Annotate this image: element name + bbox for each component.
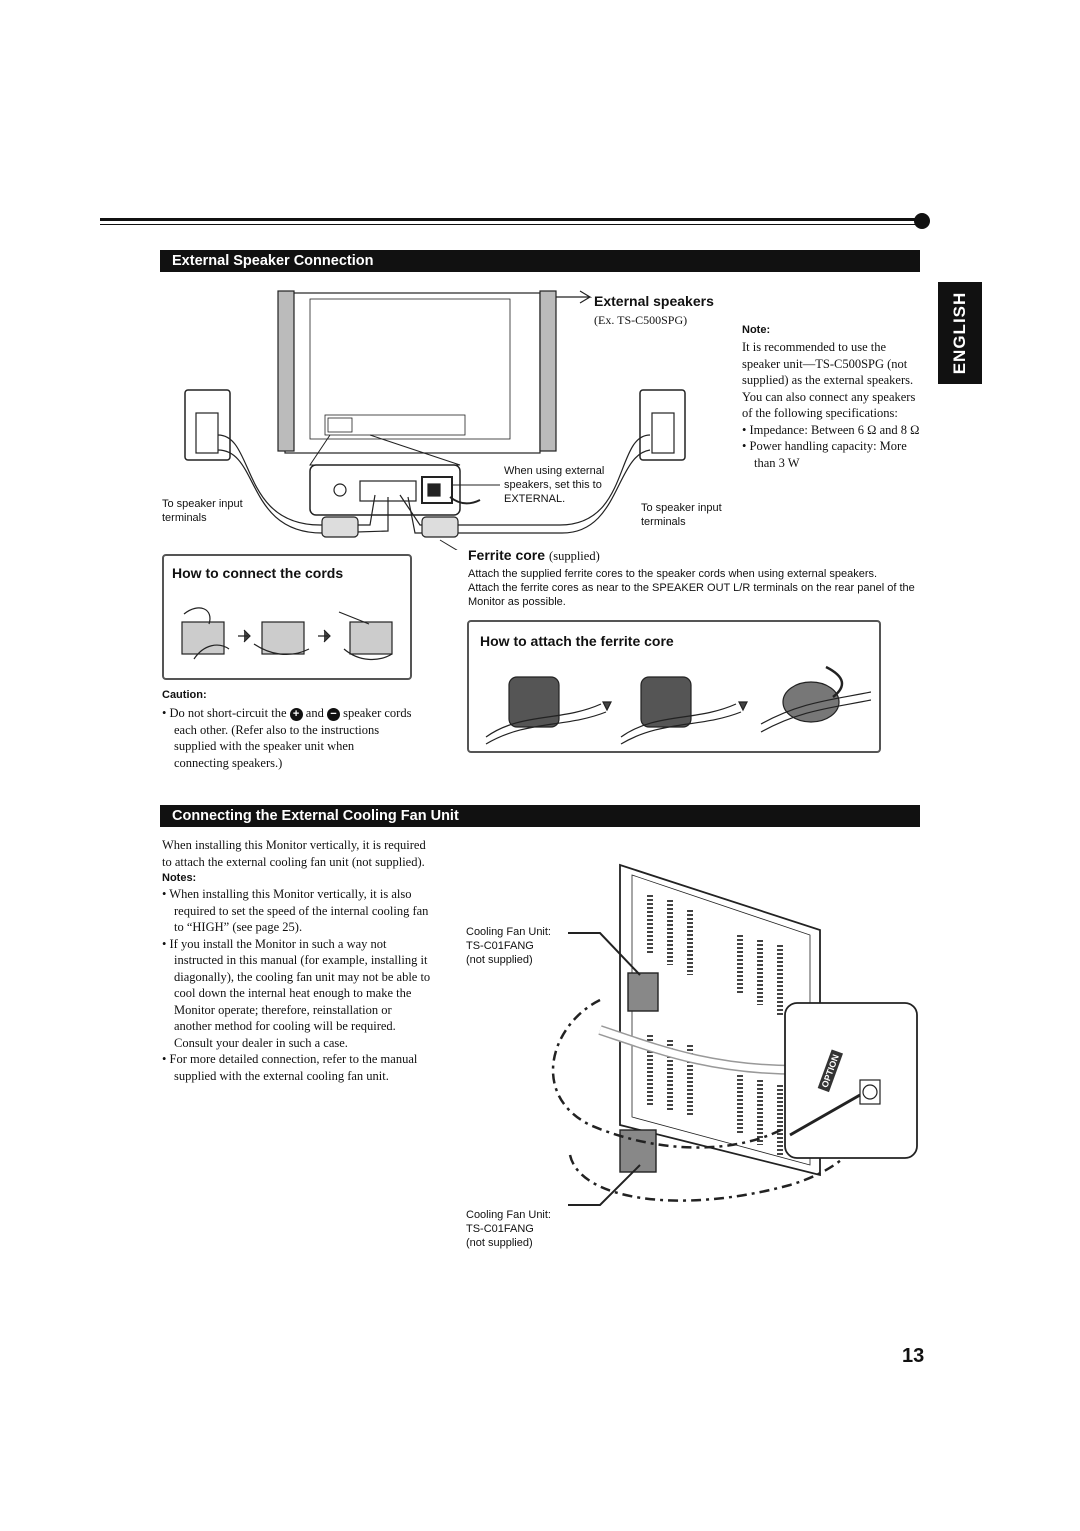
fan-note-2-text: If you install the Monitor in such a way… bbox=[169, 936, 431, 1050]
section-title-fan-text: Connecting the External Cooling Fan Unit bbox=[172, 808, 459, 824]
fan-text-block: When installing this Monitor vertically,… bbox=[162, 837, 432, 1084]
fan-intro: When installing this Monitor vertically,… bbox=[162, 838, 426, 869]
fan-note-3-text: For more detailed connection, refer to t… bbox=[169, 1052, 418, 1083]
ferrite-text: Attach the supplied ferrite cores to the… bbox=[468, 567, 923, 609]
switch-callout: When using external speakers, set this t… bbox=[504, 465, 605, 505]
fan-label-bottom-line1: Cooling Fan Unit: bbox=[466, 1209, 551, 1221]
top-rule-thin bbox=[100, 224, 922, 225]
caution-block: Caution: • Do not short-circuit the + an… bbox=[162, 689, 412, 771]
language-tab-label: ENGLISH bbox=[950, 291, 969, 375]
fan-label-top-line1: Cooling Fan Unit: bbox=[466, 926, 551, 938]
ferrite-supplied: (supplied) bbox=[549, 549, 600, 563]
connect-cords-illustration bbox=[181, 607, 393, 660]
note-bullet-power: • Power handling capacity: More than 3 W bbox=[742, 439, 907, 470]
speaker-connection-diagram bbox=[184, 290, 686, 550]
fan-note-3: • For more detailed connection, refer to… bbox=[162, 1052, 418, 1083]
caution-text-and: and bbox=[305, 706, 324, 720]
caution-text: • Do not short-circuit the + and − speak… bbox=[162, 706, 412, 770]
fan-label-top: Cooling Fan Unit: TS-C01FANG (not suppli… bbox=[466, 925, 566, 967]
minus-icon: − bbox=[326, 708, 340, 721]
fan-label-bottom: Cooling Fan Unit: TS-C01FANG (not suppli… bbox=[466, 1208, 566, 1250]
caution-text-after: speaker cords each other. (Refer also to… bbox=[174, 706, 412, 770]
page-number: 13 bbox=[902, 1345, 925, 1367]
fan-notes-heading: Notes: bbox=[162, 872, 197, 884]
fan-note-1: • When installing this Monitor verticall… bbox=[162, 887, 429, 934]
note-bullet-power-text: Power handling capacity: More than 3 W bbox=[749, 439, 907, 470]
fan-unit-diagram bbox=[551, 863, 918, 1206]
fan-label-top-line2: TS-C01FANG bbox=[466, 940, 534, 952]
attach-ferrite-box: How to attach the ferrite core bbox=[467, 620, 881, 753]
left-speaker bbox=[277, 290, 295, 452]
top-rule-dot bbox=[914, 213, 930, 229]
language-tab: ENGLISH bbox=[938, 282, 982, 384]
external-speakers-example: (Ex. TS-C500SPG) bbox=[594, 313, 688, 327]
plus-icon: + bbox=[289, 708, 303, 721]
note-block: Note: It is recommended to use the speak… bbox=[742, 324, 920, 471]
right-terminals-label: To speaker input terminals bbox=[641, 502, 722, 528]
fan-label-bottom-line2: TS-C01FANG bbox=[466, 1223, 534, 1235]
note-heading: Note: bbox=[742, 324, 771, 336]
note-text: It is recommended to use the speaker uni… bbox=[742, 340, 916, 420]
fan-unit-top bbox=[627, 972, 659, 1012]
fan-label-bottom-line3: (not supplied) bbox=[466, 1237, 533, 1249]
fan-unit-bottom bbox=[619, 1129, 657, 1173]
connect-cords-title: How to connect the cords bbox=[172, 565, 344, 581]
ferrite-title: Ferrite core (supplied) bbox=[468, 547, 600, 565]
attach-ferrite-title: How to attach the ferrite core bbox=[480, 633, 674, 649]
fan-note-2: • If you install the Monitor in such a w… bbox=[162, 936, 431, 1050]
section-title-speaker: External Speaker Connection bbox=[160, 250, 920, 272]
caution-heading: Caution: bbox=[162, 689, 207, 701]
right-speaker bbox=[539, 290, 557, 452]
option-inset bbox=[784, 1002, 918, 1159]
monitor-rear bbox=[284, 292, 541, 454]
connect-cords-box: How to connect the cords bbox=[162, 554, 412, 680]
note-bullet-impedance: • Impedance: Between 6 Ω and 8 Ω bbox=[742, 422, 920, 437]
left-terminals-label: To speaker input terminals bbox=[162, 498, 243, 524]
attach-ferrite-illustration bbox=[485, 665, 871, 745]
top-rule bbox=[100, 218, 922, 221]
section-title-fan: Connecting the External Cooling Fan Unit bbox=[160, 805, 920, 827]
caution-text-before: Do not short-circuit the bbox=[169, 706, 287, 720]
ferrite-title-text: Ferrite core bbox=[468, 547, 546, 563]
note-bullet-impedance-text: Impedance: Between 6 Ω and 8 Ω bbox=[749, 422, 920, 437]
fan-label-top-line3: (not supplied) bbox=[466, 954, 533, 966]
section-title-speaker-text: External Speaker Connection bbox=[172, 253, 374, 269]
ferrite-text-1: Attach the supplied ferrite cores to the… bbox=[468, 568, 878, 580]
ferrite-text-2: Attach the ferrite cores as near to the … bbox=[468, 582, 915, 608]
fan-note-1-text: When installing this Monitor vertically,… bbox=[169, 887, 429, 934]
external-speakers-label: External speakers bbox=[594, 293, 714, 309]
